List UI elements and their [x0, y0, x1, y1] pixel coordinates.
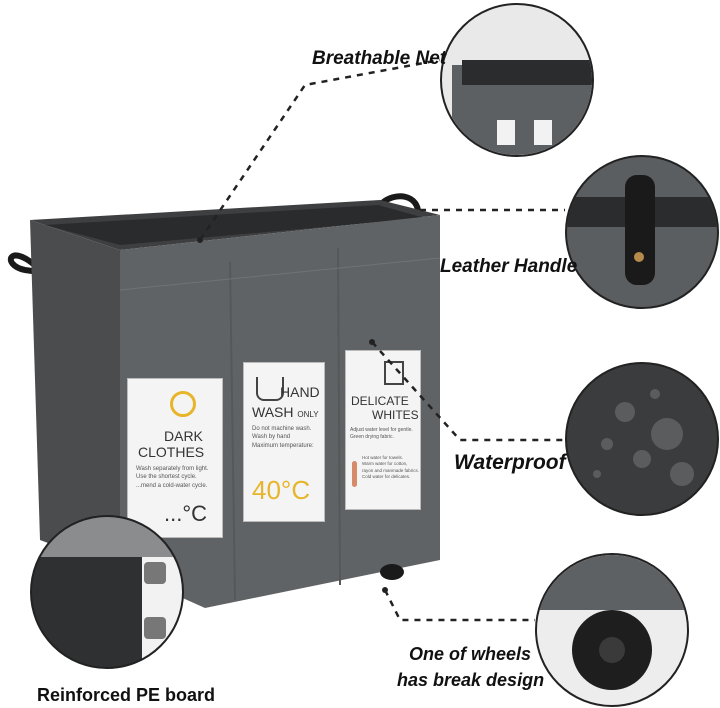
inner-net — [45, 205, 425, 245]
delicate-line-5: rayon and manmade fabrics. — [362, 467, 420, 473]
connector-net — [198, 58, 441, 241]
shirt-icon — [384, 361, 404, 385]
connector-wheel — [383, 589, 535, 622]
card-delicate-whites: DELICATE WHITES Adjust water level for g… — [345, 350, 421, 510]
dark-title-1: DARK — [164, 428, 203, 444]
sun-icon — [170, 391, 196, 417]
delicate-line-2: Green drying fabric. — [350, 434, 394, 440]
detail-breathable-net — [440, 3, 594, 157]
hand-line-3: Maximum temperature: — [252, 442, 314, 449]
thermometer-icon — [352, 461, 357, 487]
detail-pe-board — [30, 515, 184, 669]
delicate-title-1: DELICATE — [351, 394, 409, 408]
hand-title-1: HAND — [280, 384, 320, 400]
dark-line-1: Wash separately from light. — [136, 466, 209, 472]
dark-line-2: Use the shortest cycle. — [136, 474, 197, 481]
card-hand-wash: HAND WASH ONLY Do not machine wash. Wash… — [243, 362, 325, 522]
detail-waterproof — [565, 362, 719, 516]
label-leather-handle: Leather Handle — [440, 256, 578, 277]
delicate-title-2: WHITES — [372, 408, 419, 422]
front-wheel — [380, 564, 404, 580]
left-handle — [7, 252, 61, 278]
label-breathable-net: Breathable Net — [312, 48, 447, 69]
delicate-line-4: Warm water for cotton, — [362, 461, 408, 467]
hand-line-1: Do not machine wash. — [252, 426, 312, 432]
hand-title-2-suffix: ONLY — [297, 410, 319, 419]
connector-waterproof — [371, 341, 565, 442]
hand-wash-icon — [256, 377, 284, 401]
delicate-line-1: Adjust water level for gentle. — [350, 427, 413, 433]
label-wheels-line2: has break design — [397, 670, 545, 690]
dark-line-3: ...mend a cold-water cycle. — [136, 482, 208, 489]
hamper-side — [30, 220, 120, 570]
label-pe-board: Reinforced PE board — [37, 685, 216, 705]
delicate-line-3: Hot water for towels. — [362, 455, 404, 460]
label-waterproof: Waterproof — [454, 451, 566, 474]
hand-title-2: WASH — [252, 404, 294, 420]
detail-wheel — [535, 553, 689, 707]
dark-title-2: CLOTHES — [138, 444, 205, 460]
leather-strap — [625, 175, 655, 285]
hand-temp: 40°C — [252, 475, 311, 505]
detail-leather-handle — [565, 155, 719, 309]
label-wheels-line1: One of wheels — [409, 644, 532, 664]
hand-line-2: Wash by hand — [252, 434, 291, 441]
delicate-line-6: Cold water for delicates. — [362, 473, 411, 479]
